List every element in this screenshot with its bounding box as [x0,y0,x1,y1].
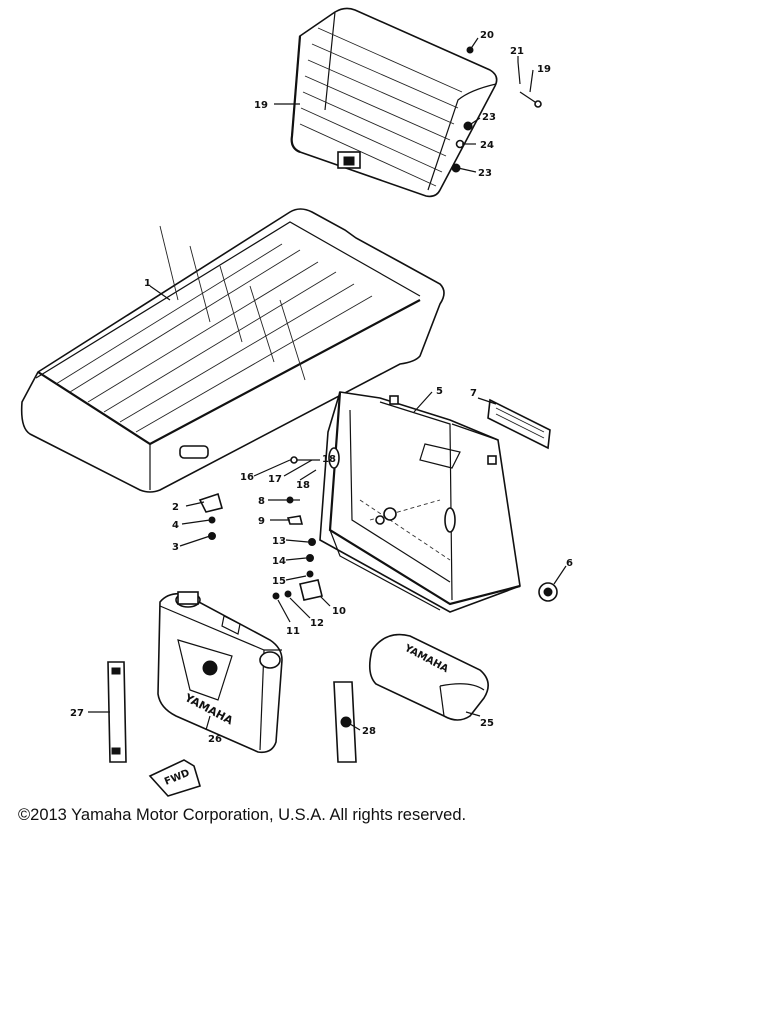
mount-pad [333,681,357,763]
callout-27: 27 [70,708,84,719]
callout-22: 21 [510,46,524,57]
callout-28: 28 [362,726,376,737]
callout-25: 25 [480,718,494,729]
callout-10: 10 [332,606,346,617]
callout-14: 14 [272,556,286,567]
callout-11: 11 [286,626,300,637]
forward-direction-marker: FWD [148,759,201,797]
callout-13: 13 [272,536,286,547]
tank-strap [107,661,127,763]
parts-diagram: YAMAHA YAMAHA FWD [20,7,573,797]
copyright-notice: ©2013 Yamaha Motor Corporation, U.S.A. A… [18,806,467,824]
callout-23-lower: 23 [478,168,492,179]
callout-19: 19 [254,100,268,111]
callout-17: 17 [268,474,282,485]
callout-15: 15 [272,576,286,587]
callout-2: 2 [172,502,179,513]
callout-5: 5 [436,386,443,397]
main-seat [20,208,445,493]
callout-1: 1 [144,278,151,289]
callout-8: 8 [258,496,265,507]
callout-6: 6 [566,558,573,569]
callout-labels: 19 20 21 19 23 24 23 1 5 7 6 16 17 18 18… [70,30,573,745]
decal-strip [487,398,551,450]
leader-lines [88,37,567,731]
tool-bag: YAMAHA [368,633,489,721]
callout-18-right: 18 [322,454,336,465]
callout-12: 12 [310,618,324,629]
callout-4: 4 [172,520,179,531]
callout-26: 26 [208,734,222,745]
callout-7: 7 [470,388,477,399]
backrest-cushion [290,7,498,198]
callout-20: 19 [537,64,551,75]
callout-16: 16 [240,472,254,483]
callout-24: 24 [480,140,494,151]
hardware-parts [198,46,542,601]
callout-18-left: 18 [296,480,310,491]
seat-base-frame [319,391,521,613]
callout-9: 9 [258,516,265,527]
callout-23-upper: 23 [482,112,496,123]
grommet [538,582,558,602]
callout-3: 3 [172,542,179,553]
fuel-tank: YAMAHA [157,591,283,754]
callout-21: 20 [480,30,494,41]
